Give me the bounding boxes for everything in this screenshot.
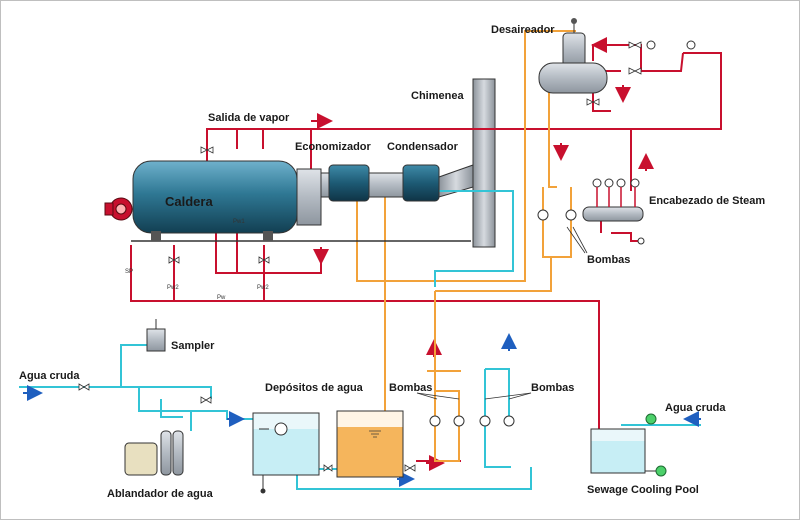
label-leaders xyxy=(416,226,588,400)
label-sewage-cooling-pool: Sewage Cooling Pool xyxy=(587,484,699,496)
deaerator xyxy=(538,18,608,94)
label-encabezado-steam: Encabezado de Steam xyxy=(649,195,765,207)
label-chimenea: Chimenea xyxy=(411,90,464,102)
label-economizador: Economizador xyxy=(295,141,372,153)
boiler-caldera xyxy=(104,160,471,242)
economizer xyxy=(320,164,370,202)
label-bombas-right: Bombas xyxy=(531,382,574,394)
label-condensador: Condensador xyxy=(387,141,459,153)
sampler xyxy=(146,319,166,352)
label-desaireador: Desaireador xyxy=(491,24,555,36)
label-caldera: Caldera xyxy=(165,194,213,209)
pumps-right xyxy=(479,415,515,427)
tag-pw2-b: Pw2 xyxy=(257,285,269,291)
water-tank-right xyxy=(336,410,404,478)
pumps-middle xyxy=(429,415,465,427)
water-softener xyxy=(124,430,184,476)
label-salida-vapor: Salida de vapor xyxy=(208,112,290,124)
sewage-cooling-pool xyxy=(590,413,667,477)
steam-lines xyxy=(130,37,722,471)
chimney xyxy=(438,78,496,248)
label-depositos: Depósitos de agua xyxy=(265,382,364,394)
condensate-lines xyxy=(356,30,576,462)
label-agua-cruda-left: Agua cruda xyxy=(19,370,80,382)
gauges xyxy=(646,40,696,50)
water-tank-left xyxy=(252,412,320,494)
tag-pw1: Pw1 xyxy=(233,219,245,225)
label-bombas-mid: Bombas xyxy=(389,382,432,394)
tag-pw: Pw xyxy=(217,295,226,301)
valves xyxy=(78,41,642,472)
steam-header xyxy=(582,178,645,245)
label-agua-cruda-right: Agua cruda xyxy=(665,402,726,414)
tag-pw2-a: Pw2 xyxy=(167,285,179,291)
label-bombas-deaerator: Bombas xyxy=(587,254,630,266)
condenser xyxy=(368,164,440,202)
label-ablandador: Ablandador de agua xyxy=(107,488,214,500)
label-sampler: Sampler xyxy=(171,340,215,352)
tag-sp: SP xyxy=(125,269,133,275)
pumps-deaerator xyxy=(537,209,577,221)
